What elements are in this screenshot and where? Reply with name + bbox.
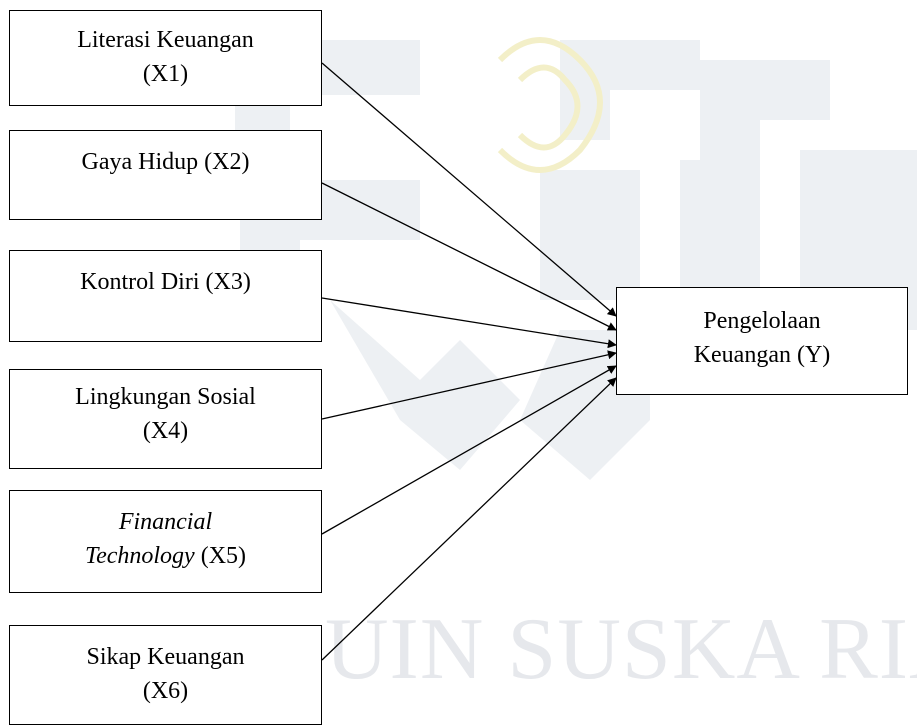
node-x4-line1: Lingkungan Sosial bbox=[75, 384, 256, 410]
node-x4-line2: (X4) bbox=[142, 418, 189, 444]
arrow-x1-y bbox=[321, 62, 617, 317]
node-y-line1: Pengelolaan bbox=[703, 308, 821, 334]
node-lingkungan-sosial: Lingkungan Sosial (X4) bbox=[9, 369, 322, 469]
node-financial-technology: Financial Technology (X5) bbox=[9, 490, 322, 593]
node-kontrol-diri: Kontrol Diri (X3) bbox=[9, 250, 322, 342]
node-x1-line1: Literasi Keuangan bbox=[77, 27, 254, 53]
node-x5-line1: Financial bbox=[118, 509, 213, 535]
node-x5-line2-italic: Technology bbox=[84, 543, 195, 569]
node-pengelolaan-keuangan: Pengelolaan Keuangan (Y) bbox=[616, 287, 908, 395]
arrow-x5-y bbox=[321, 365, 617, 535]
node-x3-line1: Kontrol Diri (X3) bbox=[80, 269, 251, 295]
node-x1-line2: (X1) bbox=[142, 61, 189, 87]
arrow-x2-y bbox=[321, 182, 617, 331]
watermark-text: UIN SUSKA RIAU bbox=[325, 601, 917, 698]
node-x6-line2: (X6) bbox=[142, 678, 189, 704]
arrow-x6-y bbox=[321, 377, 617, 661]
node-sikap-keuangan: Sikap Keuangan (X6) bbox=[9, 625, 322, 725]
node-x2-line1: Gaya Hidup (X2) bbox=[81, 149, 250, 175]
arrow-x3-y bbox=[321, 297, 617, 349]
node-x5-line2-rest: (X5) bbox=[194, 543, 247, 569]
node-y-line2: Keuangan (Y) bbox=[693, 342, 831, 368]
node-x5-line2: Technology (X5) bbox=[85, 539, 246, 573]
arrow-x4-y bbox=[321, 350, 617, 420]
node-gaya-hidup: Gaya Hidup (X2) bbox=[9, 130, 322, 220]
node-literasi-keuangan: Literasi Keuangan (X1) bbox=[9, 10, 322, 106]
node-x6-line1: Sikap Keuangan bbox=[86, 644, 245, 670]
